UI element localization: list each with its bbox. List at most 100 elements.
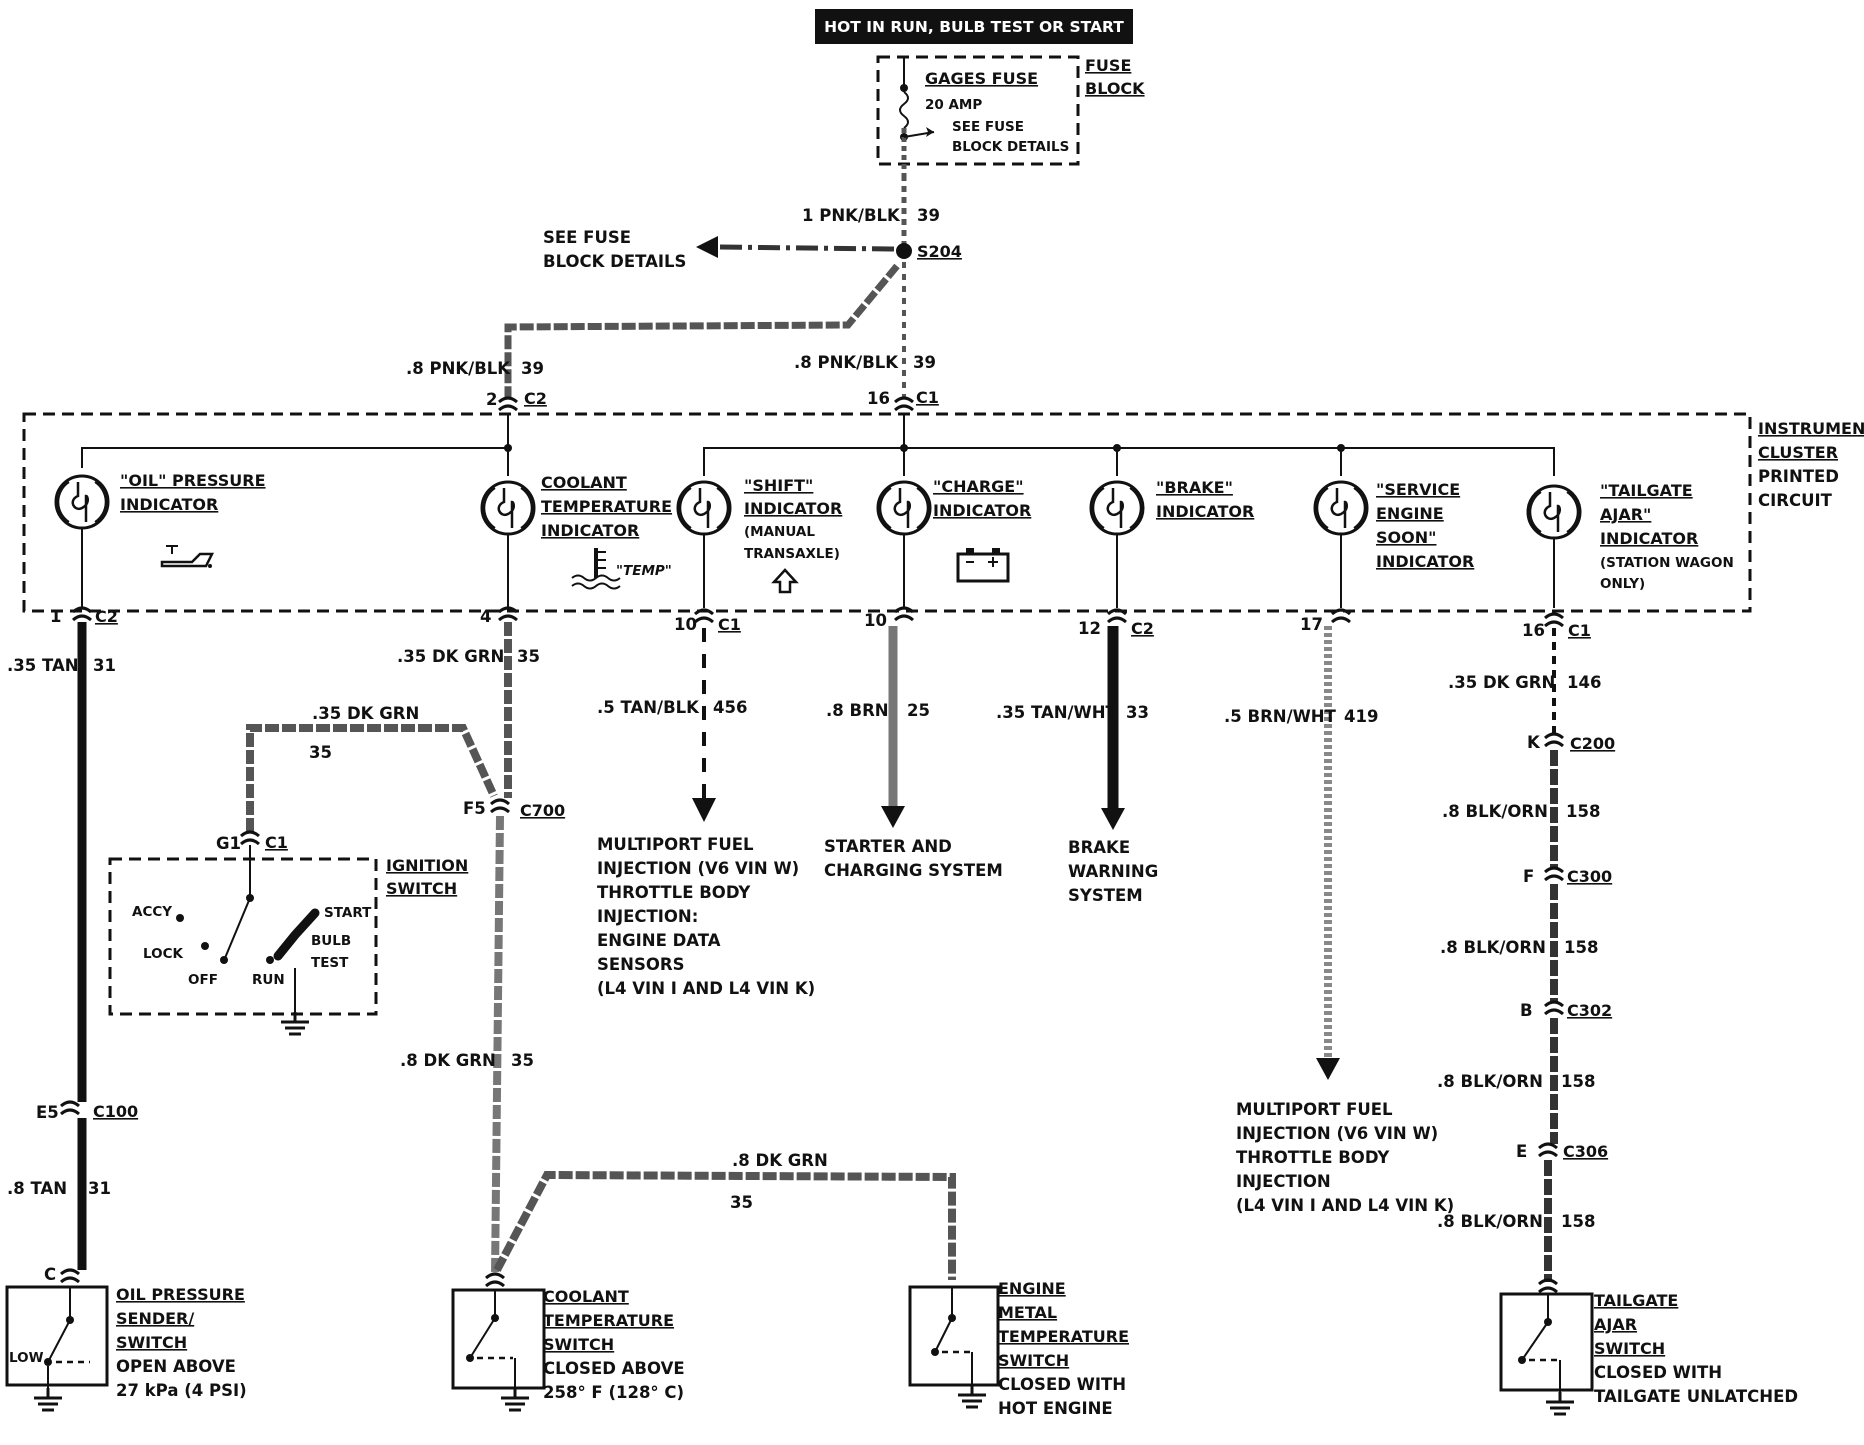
thermometer-icon xyxy=(571,548,621,590)
ign-pin: G1 xyxy=(216,834,241,853)
shift-dest-5: ENGINE DATA xyxy=(597,931,721,950)
tailgate-wire-circuit: 146 xyxy=(1567,673,1601,692)
c700-pin: F5 xyxy=(463,799,486,818)
oil-sender-label-5: 27 kPa (4 PSI) xyxy=(116,1381,247,1400)
brake-indicator-line2: INDICATOR xyxy=(1156,502,1254,521)
c200-circuit: 158 xyxy=(1566,802,1600,821)
coolant-temp-label: "TEMP" xyxy=(616,563,672,579)
ses-indicator-line2: ENGINE xyxy=(1376,504,1444,523)
oil-sender-label-1: OIL PRESSURE xyxy=(116,1285,245,1304)
brake-out-pin: 12 xyxy=(1078,619,1101,638)
cluster-label-2: CLUSTER xyxy=(1758,443,1838,462)
oil-indicator-line1: "OIL" PRESSURE xyxy=(120,471,266,490)
ses-indicator-line3: SOON" xyxy=(1376,528,1436,547)
emt-switch-label-1: ENGINE xyxy=(998,1279,1066,1298)
tailgate-indicator-line2: AJAR" xyxy=(1600,505,1651,524)
shift-dest-3: THROTTLE BODY xyxy=(597,883,751,902)
c306-wire: .8 BLK/ORN xyxy=(1437,1212,1543,1231)
coolant-switch-label-3: SWITCH xyxy=(543,1335,614,1354)
ses-bulb-icon xyxy=(1313,480,1369,536)
oil-sender-low: LOW xyxy=(9,1350,44,1366)
emt-switch-label-6: HOT ENGINE xyxy=(998,1399,1113,1418)
ses-arrow xyxy=(1316,1058,1340,1080)
tailgate-switch-label-5: TAILGATE UNLATCHED xyxy=(1594,1387,1798,1406)
feed-left-circuit: 39 xyxy=(521,359,544,378)
coolant-out-pin: 4 xyxy=(480,607,491,626)
upshift-arrow-icon xyxy=(771,568,799,594)
c100-pin: E5 xyxy=(36,1103,59,1122)
ses-dest-4: INJECTION xyxy=(1236,1172,1331,1191)
c200-wire: .8 BLK/ORN xyxy=(1442,802,1548,821)
ign-accy: ACCY xyxy=(132,904,172,920)
coolant-indicator-line2: TEMPERATURE xyxy=(541,497,672,516)
splice-see-2: BLOCK DETAILS xyxy=(543,252,686,271)
brake-bulb-icon xyxy=(1089,480,1145,536)
instrument-cluster: INSTRUMENT CLUSTER PRINTED CIRCUIT "OIL" xyxy=(22,412,1864,613)
charge-dest-2: CHARGING SYSTEM xyxy=(824,861,1003,880)
cluster-feeds: .8 PNK/BLK 39 2 C2 .8 PNK/BLK 39 16 C1 xyxy=(406,262,939,412)
brake-indicator-line1: "BRAKE" xyxy=(1156,478,1233,497)
feed-left-connector: C2 xyxy=(524,389,547,408)
oil-bulb-icon xyxy=(54,474,110,530)
cluster-label-1: INSTRUMENT xyxy=(1758,419,1864,438)
emt-switch-label-4: SWITCH xyxy=(998,1351,1069,1370)
charge-wire-circuit: 25 xyxy=(907,701,930,720)
oil-wire-circuit: 31 xyxy=(93,656,116,675)
cluster-label-4: CIRCUIT xyxy=(1758,491,1833,510)
c100-circuit: 31 xyxy=(88,1179,111,1198)
ses-out-pin: 17 xyxy=(1300,615,1323,634)
tailgate-switch-label-2: AJAR xyxy=(1594,1315,1637,1334)
ses-dest-1: MULTIPORT FUEL xyxy=(1236,1100,1393,1119)
charge-indicator-line2: INDICATOR xyxy=(933,501,1031,520)
shift-dest-1: MULTIPORT FUEL xyxy=(597,835,754,854)
c700-connector: C700 xyxy=(520,801,565,820)
oil-sender-label-2: SENDER/ xyxy=(116,1309,194,1328)
coolant-circuit: .35 DK GRN 35 .35 DK GRN 35 F5 C700 .8 D… xyxy=(246,622,956,1280)
tailgate-circuit: .35 DK GRN 146 K C200 .8 BLK/ORN 158 F C… xyxy=(1437,628,1615,1294)
feed-right-connector: C1 xyxy=(916,388,939,407)
splice-arrow xyxy=(696,236,718,258)
fuse-details-2: BLOCK DETAILS xyxy=(952,139,1069,155)
oil-sender-label-4: OPEN ABOVE xyxy=(116,1357,236,1376)
coolant-switch-label-4: CLOSED ABOVE xyxy=(543,1359,685,1378)
c100-connector: C100 xyxy=(93,1102,138,1121)
charge-circuit: .8 BRN 25 STARTER AND CHARGING SYSTEM xyxy=(824,626,1003,880)
tailgate-indicator-line3: INDICATOR xyxy=(1600,529,1698,548)
coolant-indicator-line3: INDICATOR xyxy=(541,521,639,540)
ign-branch-circuit: 35 xyxy=(309,743,332,762)
feed-left-wire: .8 PNK/BLK xyxy=(406,359,511,378)
brake-dest-3: SYSTEM xyxy=(1068,886,1143,905)
coolant-switch-label-1: COOLANT xyxy=(543,1287,629,1306)
oil-sender-label-3: SWITCH xyxy=(116,1333,187,1352)
emt-switch-label-2: METAL xyxy=(998,1303,1057,1322)
coolant-wire-circuit: 35 xyxy=(517,647,540,666)
fuse-block: GAGES FUSE 20 AMP SEE FUSE BLOCK DETAILS… xyxy=(876,55,1145,175)
c300-connector: C300 xyxy=(1567,867,1612,886)
ses-dest-3: THROTTLE BODY xyxy=(1236,1148,1390,1167)
shift-dest-4: INJECTION: xyxy=(597,907,698,926)
shift-dest-7: (L4 VIN I AND L4 VIN K) xyxy=(597,979,815,998)
splice-s204 xyxy=(896,243,912,259)
shift-wire-circuit: 456 xyxy=(713,698,747,717)
tailgate-indicator-line5: ONLY) xyxy=(1600,576,1645,592)
charge-arrow xyxy=(881,806,905,828)
ses-indicator-line4: INDICATOR xyxy=(1376,552,1474,571)
output-connectors: 1 C2 4 10 C1 10 12 C2 17 16 C1 xyxy=(50,606,1591,640)
shift-indicator-line3: (MANUAL xyxy=(744,524,815,540)
coolant-bulb-icon xyxy=(480,480,536,536)
ign-run: RUN xyxy=(252,972,285,988)
shift-out-connector: C1 xyxy=(718,615,741,634)
coolant-lower-circuit: 35 xyxy=(511,1051,534,1070)
brake-circuit: .35 TAN/WHT 33 BRAKE WARNING SYSTEM xyxy=(996,626,1158,905)
brake-wire-label: .35 TAN/WHT xyxy=(996,703,1118,722)
tailgate-out-connector: C1 xyxy=(1568,621,1591,640)
feed-wire-label: 1 PNK/BLK xyxy=(802,206,901,225)
tailgate-switch-label-1: TAILGATE xyxy=(1594,1291,1678,1310)
oil-wire-label: .35 TAN xyxy=(7,656,79,675)
ign-off: OFF xyxy=(188,972,218,988)
shift-bulb-icon xyxy=(676,480,732,536)
c300-pin: F xyxy=(1523,867,1534,886)
ses-indicator-line1: "SERVICE xyxy=(1376,480,1460,499)
